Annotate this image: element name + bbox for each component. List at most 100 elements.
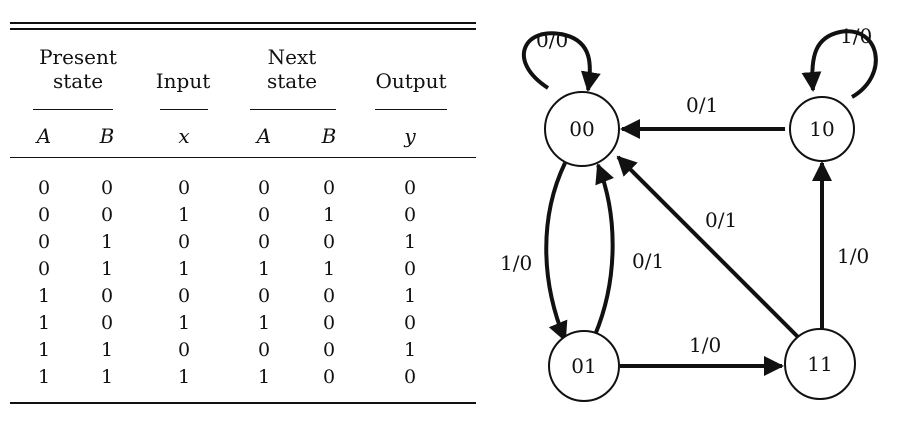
state-table: Present state Input Next state Output A … [0,22,478,404]
edge-00-to-01 [544,162,568,342]
cell-present-b: 0 [100,285,114,307]
cell-input-x: 0 [177,339,191,361]
cell-output-y: 0 [403,312,417,334]
present-header-line2: state [52,69,104,93]
table-row: 0 1 0 0 0 1 [0,229,478,255]
output-underline [375,109,447,110]
cell-present-a: 1 [37,366,51,388]
cell-input-x: 0 [177,285,191,307]
state-node-11: 11 [784,328,856,400]
cell-present-a: 0 [37,258,51,280]
cell-next-a: 1 [257,312,271,334]
cell-present-b: 0 [100,177,114,199]
cell-next-a: 0 [257,231,271,253]
cell-next-a: 0 [257,339,271,361]
cell-present-b: 1 [100,231,114,253]
cell-present-a: 1 [37,285,51,307]
label-11-to-10: 1/0 [837,244,869,268]
table-row: 1 0 0 0 0 1 [0,283,478,309]
cell-input-x: 1 [177,366,191,388]
cell-next-b: 0 [322,177,336,199]
state-label-00: 00 [569,117,594,141]
cell-present-b: 1 [100,339,114,361]
table-row: 0 0 1 0 1 0 [0,202,478,228]
table-row: 1 1 1 1 0 0 [0,364,478,390]
table-row: 1 1 0 0 0 1 [0,337,478,363]
state-label-10: 10 [809,117,834,141]
table-top-rule-double [10,28,476,30]
cell-present-b: 1 [100,366,114,388]
cell-output-y: 1 [403,339,417,361]
cell-input-x: 0 [177,177,191,199]
label-01-to-00: 0/1 [632,249,664,273]
table-row: 0 1 1 1 1 0 [0,256,478,282]
cell-output-y: 0 [403,204,417,226]
cell-present-a: 0 [37,177,51,199]
var-next-a: A [256,124,272,148]
present-state-underline [33,109,113,110]
cell-next-b: 0 [322,366,336,388]
cell-output-y: 1 [403,285,417,307]
cell-next-b: 1 [322,204,336,226]
var-next-b: B [321,124,337,148]
table-header-rule [10,157,476,158]
state-node-10: 10 [789,96,855,162]
cell-next-a: 1 [257,366,271,388]
self-loop-10 [801,29,878,99]
present-header-line1: Present [39,45,117,69]
var-present-a: A [36,124,52,148]
edge-11-to-00 [616,155,800,339]
input-underline [160,109,208,110]
output-header: Output [375,69,447,93]
table-row: 1 0 1 1 0 0 [0,310,478,336]
label-loop-00: 0/0 [536,28,568,52]
cell-present-b: 0 [100,204,114,226]
cell-next-a: 1 [257,258,271,280]
cell-next-b: 1 [322,258,336,280]
next-state-header: Next state [252,45,332,93]
next-header-line2: state [266,69,318,93]
state-diagram: 0/0 1/0 0/1 1/0 0/1 0/1 1/0 1/0 00 10 [480,0,899,429]
label-00-to-01: 1/0 [500,251,532,275]
label-10-to-00: 0/1 [686,93,718,117]
cell-input-x: 1 [177,204,191,226]
cell-next-a: 0 [257,177,271,199]
var-output-y: y [404,124,416,148]
edge-01-to-00 [593,163,615,336]
label-11-to-00: 0/1 [705,208,737,232]
cell-next-b: 0 [322,339,336,361]
state-node-01: 01 [548,330,620,402]
table-row: 0 0 0 0 0 0 [0,175,478,201]
state-label-11: 11 [807,352,832,376]
cell-next-a: 0 [257,285,271,307]
present-state-header: Present state [38,45,118,93]
cell-present-a: 1 [37,312,51,334]
cell-input-x: 1 [177,312,191,334]
cell-input-x: 0 [177,231,191,253]
state-label-01: 01 [571,354,596,378]
cell-present-a: 0 [37,204,51,226]
cell-next-b: 0 [322,312,336,334]
state-node-00: 00 [544,91,620,167]
self-loop-00 [521,31,601,92]
cell-input-x: 1 [177,258,191,280]
label-loop-10: 1/0 [840,24,872,48]
table-top-rule [10,22,476,24]
var-input-x: x [178,124,190,148]
cell-next-a: 0 [257,204,271,226]
next-state-underline [250,109,336,110]
cell-next-b: 0 [322,231,336,253]
state-diagram-svg: 0/0 1/0 0/1 1/0 0/1 0/1 1/0 1/0 00 10 [500,24,878,402]
cell-output-y: 0 [403,258,417,280]
table-bottom-rule [10,402,476,404]
var-present-b: B [99,124,115,148]
input-header: Input [155,69,211,93]
cell-present-b: 0 [100,312,114,334]
cell-present-a: 0 [37,231,51,253]
cell-output-y: 0 [403,366,417,388]
cell-present-b: 1 [100,258,114,280]
cell-output-y: 0 [403,177,417,199]
cell-present-a: 1 [37,339,51,361]
cell-next-b: 0 [322,285,336,307]
label-01-to-11: 1/0 [689,333,721,357]
